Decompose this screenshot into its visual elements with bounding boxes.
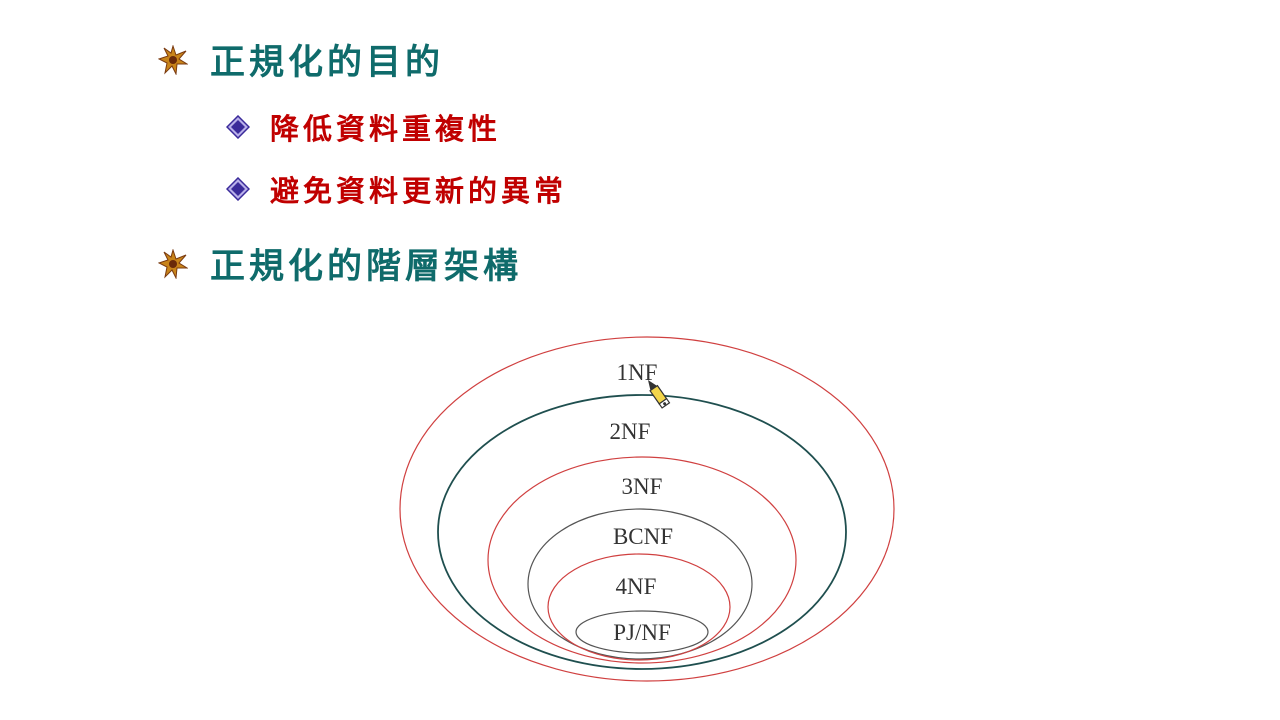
star-icon [158, 44, 188, 75]
label-3nf: 3NF [622, 474, 663, 499]
ring-pjnf [575, 610, 709, 654]
pen-cursor-icon [648, 380, 671, 409]
ring-2nf [437, 394, 847, 670]
ring-3nf [487, 456, 797, 664]
label-bcnf: BCNF [613, 524, 673, 549]
bullet-hierarchy-text: 正規化的階層架構 [210, 246, 523, 287]
bullet-purpose-text: 正規化的目的 [210, 42, 445, 83]
ring-bcnf [527, 508, 753, 660]
label-1nf: 1NF [617, 360, 658, 385]
bullet-purpose: 正規化的目的 [158, 34, 444, 85]
ring-1nf [399, 336, 895, 682]
sub-bullet-reduce-redundancy: 降低資料重複性 [226, 106, 501, 148]
ring-4nf [547, 553, 731, 661]
diamond-icon [226, 115, 250, 139]
sub-bullet-avoid-anomaly: 避免資料更新的異常 [226, 168, 567, 210]
label-4nf: 4NF [616, 574, 657, 599]
label-2nf: 2NF [610, 419, 651, 444]
label-pjnf: PJ/NF [613, 620, 671, 645]
diamond-icon [226, 177, 250, 201]
sub-bullet-reduce-redundancy-text: 降低資料重複性 [270, 112, 502, 146]
sub-bullet-avoid-anomaly-text: 避免資料更新的異常 [270, 174, 568, 208]
bullet-hierarchy: 正規化的階層架構 [158, 238, 522, 289]
star-icon [158, 248, 188, 279]
